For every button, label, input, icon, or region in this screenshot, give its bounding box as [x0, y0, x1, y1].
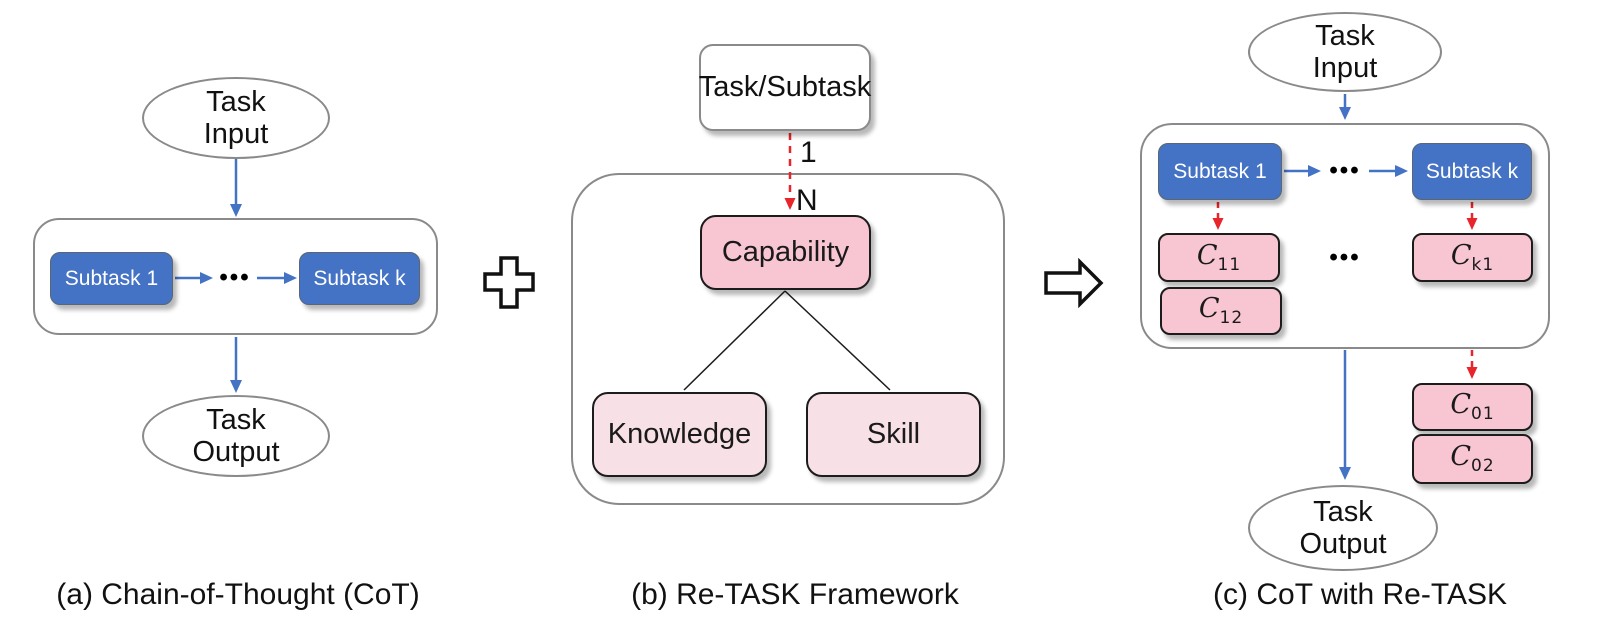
c12-box: C12 — [1160, 287, 1282, 335]
c12-label: C12 — [1198, 293, 1244, 328]
subtaskk-label-c: Subtask k — [1425, 159, 1519, 183]
c02-label: C02 — [1450, 441, 1495, 476]
subtaskk-box-c: Subtask k — [1412, 143, 1532, 200]
knowledge-box: Knowledge — [592, 392, 767, 477]
multiplicity-one-label: 1 — [800, 136, 817, 169]
knowledge-label: Knowledge — [607, 418, 752, 450]
subtask1-label-c: Subtask 1 — [1173, 159, 1267, 183]
plus-icon — [483, 256, 535, 309]
subtaskk-label-a: Subtask k — [313, 266, 406, 290]
task-subtask-label: Task/Subtask — [698, 71, 872, 103]
task-input-node-c: Task Input — [1248, 12, 1442, 92]
right-arrow-icon — [1044, 257, 1104, 309]
ellipsis-dots-a: ••• — [219, 264, 251, 291]
c01-box: C01 — [1412, 383, 1533, 431]
multiplicity-n-label: N — [796, 184, 818, 217]
task-output-node-c: Task Output — [1248, 485, 1438, 571]
skill-box: Skill — [806, 392, 981, 477]
subtaskk-box-a: Subtask k — [299, 252, 420, 305]
caption-c: (c) CoT with Re-TASK — [1213, 578, 1507, 611]
task-input-node-a: Task Input — [142, 77, 330, 159]
c11-box: C11 — [1158, 233, 1280, 282]
task-output-line2: Output — [192, 436, 280, 468]
caption-b: (b) Re-TASK Framework — [631, 578, 959, 611]
task-output-line1: Task — [1313, 495, 1373, 528]
subtask1-box-a: Subtask 1 — [50, 252, 173, 305]
task-input-line2: Input — [203, 118, 269, 150]
task-output-node-a: Task Output — [142, 395, 330, 477]
task-subtask-box: Task/Subtask — [699, 44, 871, 131]
capability-box: Capability — [700, 215, 871, 290]
capability-label: Capability — [721, 236, 850, 268]
c11-label: C11 — [1196, 239, 1242, 275]
skill-label: Skill — [866, 418, 921, 450]
ck1-label: Ck1 — [1450, 239, 1495, 275]
task-output-line2: Output — [1299, 528, 1387, 560]
c02-box: C02 — [1412, 434, 1533, 484]
task-input-line1: Task — [1315, 19, 1375, 52]
ellipsis-dots-c-capabilities: ••• — [1329, 244, 1361, 271]
task-input-line1: Task — [206, 85, 266, 118]
caption-a: (a) Chain-of-Thought (CoT) — [56, 578, 420, 611]
subtask1-box-c: Subtask 1 — [1158, 143, 1282, 200]
task-output-line1: Task — [206, 403, 266, 436]
c01-label: C01 — [1450, 389, 1495, 424]
ck1-box: Ck1 — [1412, 233, 1533, 282]
task-input-line2: Input — [1312, 52, 1378, 84]
ellipsis-dots-c-subtasks: ••• — [1329, 157, 1361, 184]
subtask1-label-a: Subtask 1 — [64, 266, 159, 290]
